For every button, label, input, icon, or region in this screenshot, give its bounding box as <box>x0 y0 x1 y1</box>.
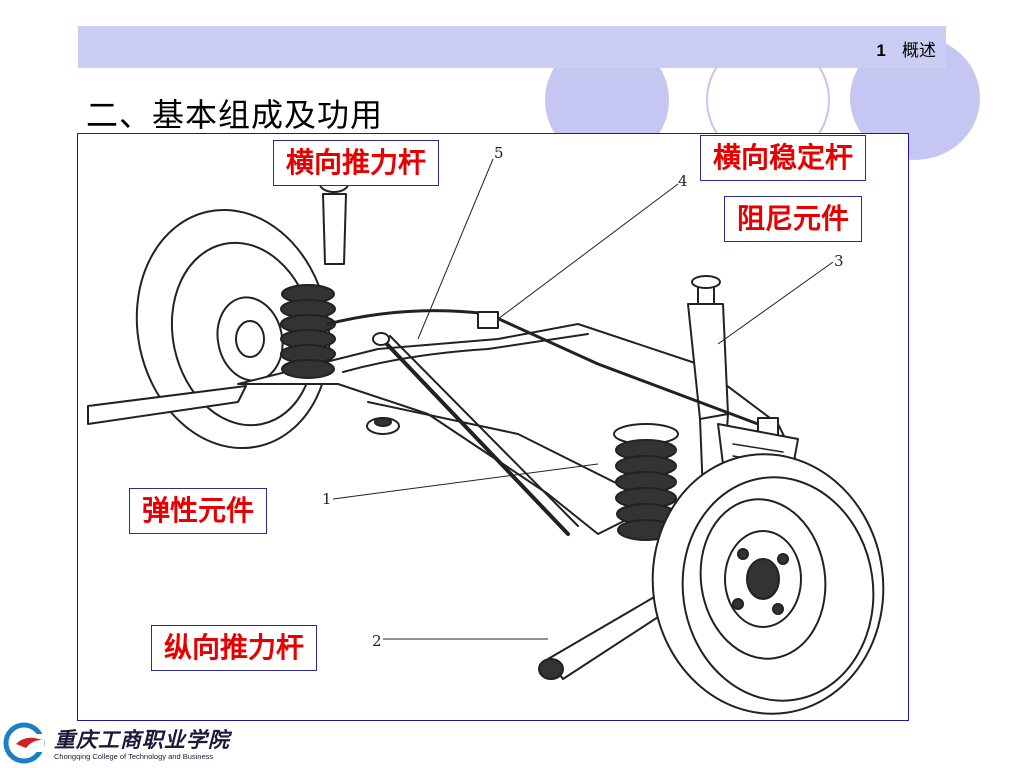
stabilizer-bar-callout: 横向稳定杆 <box>700 135 867 181</box>
longitudinal-rod-callout: 纵向推力杆 <box>151 625 318 671</box>
section-number: 1 <box>876 41 886 60</box>
section-title: 概述 <box>902 41 936 61</box>
part-number-label: 2 <box>372 632 382 650</box>
section-header: 1 概述 <box>876 36 936 61</box>
lateral-rod-callout: 横向推力杆 <box>273 140 440 186</box>
slide-title: 二、基本组成及功用 <box>86 96 384 134</box>
college-name-cn: 重庆工商职业学院 <box>54 727 230 752</box>
part-number-label: 1 <box>322 490 332 508</box>
part-number-label: 4 <box>678 172 688 190</box>
elastic-element-callout: 弹性元件 <box>129 488 268 534</box>
part-number-label: 3 <box>834 252 844 270</box>
part-number-label: 5 <box>494 144 504 162</box>
suspension-drawing <box>87 158 885 715</box>
college-name-en: Chongqing College of Technology and Busi… <box>54 752 214 761</box>
right-wheel <box>651 453 885 715</box>
left-spring <box>280 284 336 379</box>
damper-callout: 阻尼元件 <box>724 196 863 242</box>
college-emblem-icon <box>3 722 45 764</box>
header-band: 1 概述 <box>78 26 946 68</box>
college-logo: 重庆工商职业学院 Chongqing College of Technology… <box>2 720 232 766</box>
